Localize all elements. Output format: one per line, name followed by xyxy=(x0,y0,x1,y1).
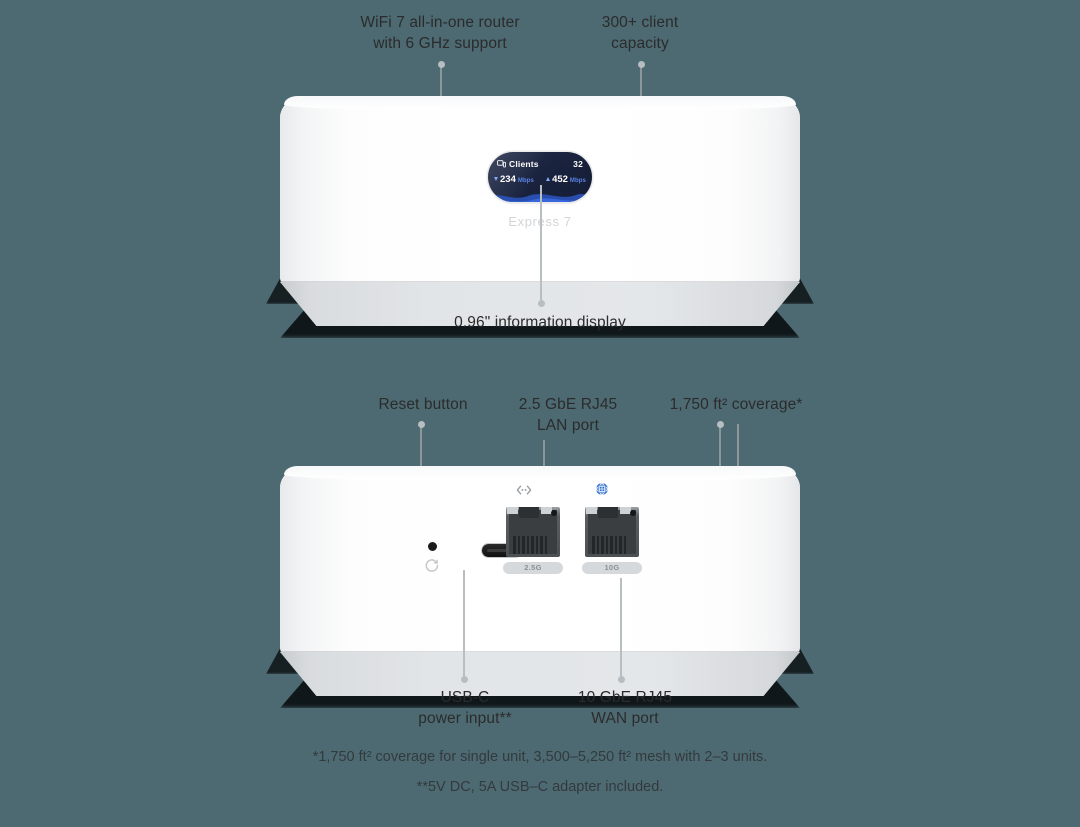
upload-unit: Mbps xyxy=(569,178,586,184)
footnote-coverage: *1,750 ft² coverage for single unit, 3,5… xyxy=(312,749,768,765)
wifi7-leader-line xyxy=(440,64,442,98)
clients-count: 32 xyxy=(573,159,583,169)
usbc-leader-line xyxy=(463,570,465,680)
wan-globe-icon xyxy=(595,482,609,496)
download-rate: 234 Mbps xyxy=(494,174,534,185)
reset-button-callout: Reset button xyxy=(378,396,468,413)
reset-leader-dot xyxy=(417,421,425,428)
display-leader-line xyxy=(540,185,542,303)
download-value: 234 xyxy=(500,174,516,185)
clients-display-icon xyxy=(497,160,506,168)
download-arrow-icon xyxy=(494,177,498,181)
reset-button[interactable] xyxy=(428,542,437,551)
wan-port-speed-badge: 10G xyxy=(582,562,642,574)
wan-leader-line xyxy=(620,578,622,680)
coverage-callout: 1,750 ft² coverage* xyxy=(669,396,803,413)
reset-circular-arrow-icon xyxy=(425,559,439,572)
product-brand-label: Express 7 xyxy=(508,214,572,229)
router-rear-body: 2.5G xyxy=(280,466,800,654)
wifi7-leader-dot xyxy=(437,61,445,68)
client-capacity-leader-dot xyxy=(637,61,645,68)
client-capacity-callout: 300+ client capacity xyxy=(601,14,679,52)
wan-leader-dot xyxy=(617,676,625,683)
wan-rj45-port[interactable] xyxy=(585,507,639,557)
usbc-callout: USB-C power input** xyxy=(418,689,512,727)
footnote-adapter: **5V DC, 5A USB–C adapter included. xyxy=(416,779,664,795)
lan-port-speed-badge: 2.5G xyxy=(503,562,563,574)
wan-port-callout: 10 GbE RJ45 WAN port xyxy=(577,689,673,727)
coverage-leader-dot xyxy=(716,421,724,428)
display-leader-dot xyxy=(537,300,545,307)
lan-port-callout: 2.5 GbE RJ45 LAN port xyxy=(518,396,618,434)
wifi7-callout: WiFi 7 all-in-one router with 6 GHz supp… xyxy=(360,14,520,52)
display-callout: 0.96" information display xyxy=(454,314,626,331)
usbc-leader-dot xyxy=(460,676,468,683)
clients-label: Clients xyxy=(509,159,539,169)
coverage-leader-line-b xyxy=(737,424,739,470)
upload-arrow-icon xyxy=(546,177,551,181)
upload-rate: 452 Mbps xyxy=(546,174,586,185)
download-unit: Mbps xyxy=(517,178,534,184)
lan-rj45-port[interactable] xyxy=(506,507,560,557)
lan-link-icon xyxy=(516,485,532,495)
lan-leader-line xyxy=(543,440,545,484)
upload-value: 452 xyxy=(552,174,568,185)
router-rear-base xyxy=(280,652,800,696)
coverage-leader-line-a xyxy=(719,424,721,470)
client-capacity-leader-line xyxy=(640,64,642,98)
